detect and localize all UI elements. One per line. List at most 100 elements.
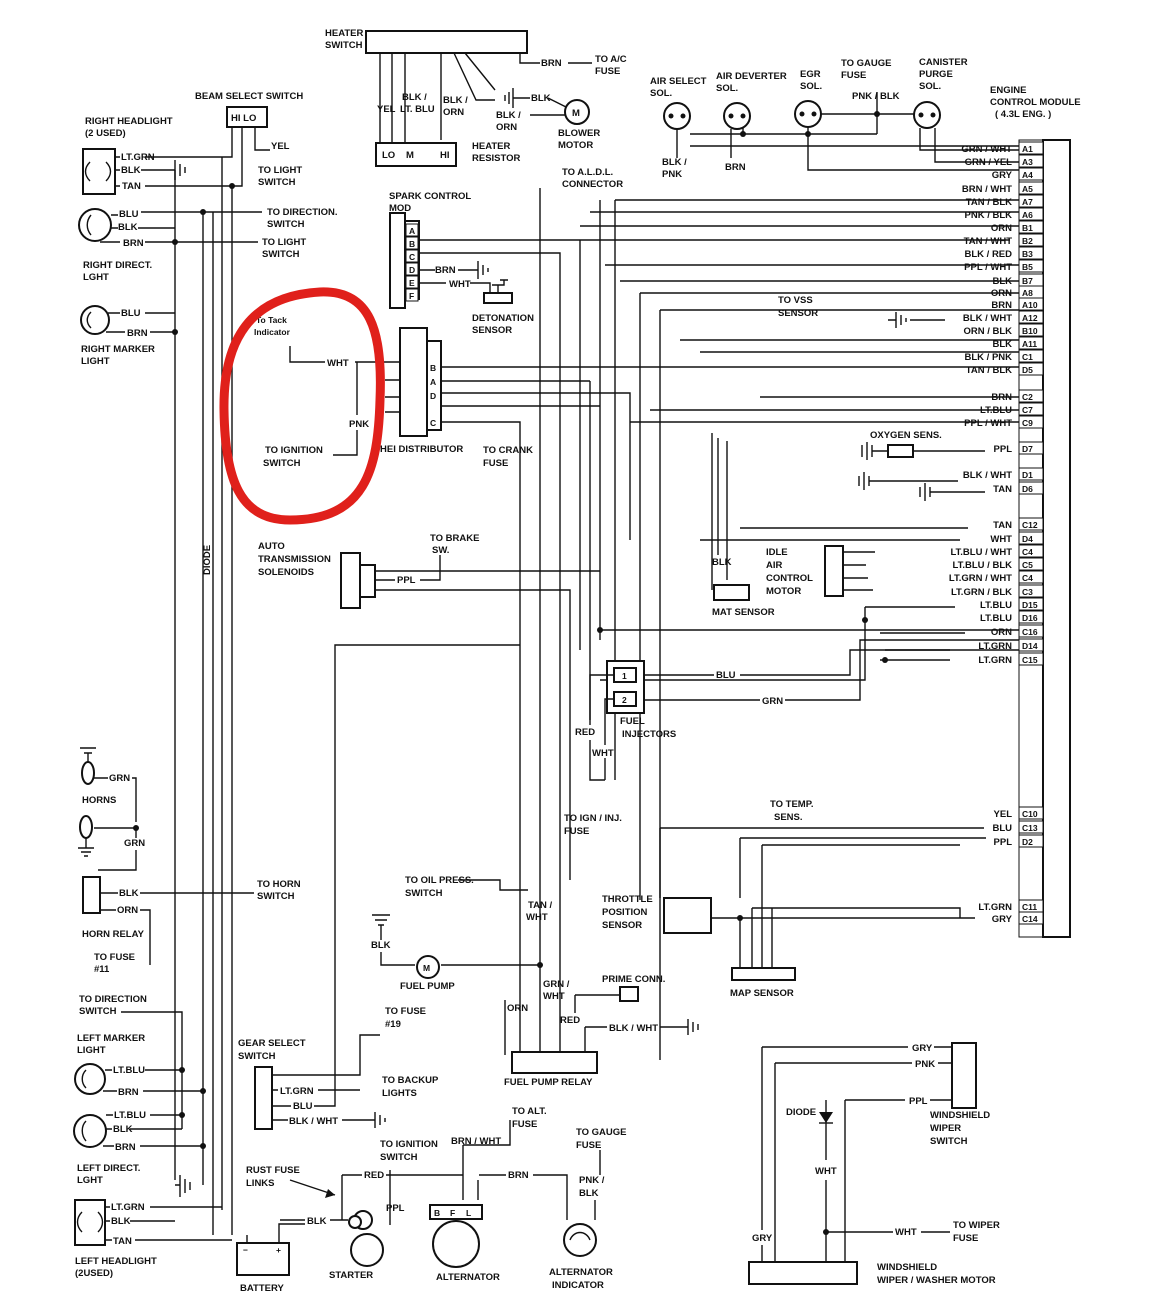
injector-pin-2: 2 — [622, 695, 627, 705]
to-crank-fuse-2: FUSE — [483, 458, 508, 469]
air-deverter-label-1: AIR DEVERTER — [716, 71, 787, 82]
rust-fuse-2: LINKS — [246, 1178, 275, 1189]
heater-switch-label-1: HEATER — [325, 28, 363, 39]
wire-yel-beam: YEL — [271, 141, 290, 152]
spark-pin-box — [405, 236, 419, 250]
ground-symbol-vss — [888, 312, 907, 328]
wire-tan-wht-2: WHT — [526, 912, 548, 923]
ecm-pin-box — [1018, 624, 1044, 638]
wire-red-inj: RED — [575, 727, 595, 738]
to-ign-switch-2b: SWITCH — [380, 1152, 418, 1163]
battery-plus-icon: + — [276, 1245, 281, 1255]
starter: STARTER — [329, 1210, 384, 1281]
to-crank-fuse-1: TO CRANK — [483, 445, 533, 456]
ecm-pin-box — [1018, 220, 1044, 234]
auto-trans-label-2: TRANSMISSION — [258, 554, 331, 565]
ecm-pin-box — [1018, 167, 1044, 181]
ecm-pin-box — [1018, 557, 1044, 571]
wire-brn-ac: BRN — [541, 58, 562, 69]
canister-label-2: PURGE — [919, 69, 953, 80]
auto-trans-label-3: SOLENOIDS — [258, 567, 314, 578]
to-temp-2: SENS. — [774, 812, 803, 823]
wiper-switch-label-3: SWITCH — [930, 1136, 968, 1147]
ecm-pin-id: C11 — [1022, 902, 1037, 912]
to-horn-switch-1: TO HORN — [257, 879, 301, 890]
to-ac-fuse-label-1: TO A/C — [595, 54, 627, 65]
to-light-switch-2a: TO LIGHT — [262, 237, 306, 248]
ground-symbol-rh — [174, 160, 186, 180]
oxygen-label: OXYGEN SENS. — [870, 430, 942, 441]
map-sensor-label: MAP SENSOR — [730, 988, 794, 999]
wire-blkwht-gear: BLK / WHT — [289, 1116, 338, 1127]
ecm-pin-id: B7 — [1022, 276, 1033, 286]
to-fuse-11-b: #11 — [94, 964, 110, 975]
throttle-label-2: POSITION — [602, 907, 648, 918]
wire-ltblu-lm: LT.BLU — [113, 1065, 145, 1076]
to-oil-press-2: SWITCH — [405, 888, 443, 899]
ecm-label-2: CONTROL MODULE — [990, 97, 1081, 108]
air-deverter-label-2: SOL. — [716, 83, 738, 94]
to-light-switch-2b: SWITCH — [262, 249, 300, 260]
wire-brn-lm: BRN — [118, 1087, 139, 1098]
alt-indicator-label-1: ALTERNATOR — [549, 1267, 613, 1278]
wire-gry-wiper-2: GRY — [752, 1233, 773, 1244]
ecm-wire-label: TAN — [993, 484, 1012, 495]
ecm-pin-box — [1018, 141, 1044, 155]
ecm-pin-box — [1018, 402, 1044, 416]
ecm-pin-box — [1018, 652, 1044, 666]
right-headlight-label-1: RIGHT HEADLIGHT — [85, 116, 173, 127]
to-light-switch-1a: TO LIGHT — [258, 165, 302, 176]
gear-select-2: SWITCH — [238, 1051, 276, 1062]
wire-blu-rm: BLU — [121, 308, 141, 319]
right-headlight-label-2: (2 USED) — [85, 128, 126, 139]
to-aldl-label-1: TO A.L.D.L. — [562, 167, 613, 178]
spark-pin-label: B — [409, 239, 415, 249]
ecm-wire-label: BLK / WHT — [963, 313, 1012, 324]
wire-pnk-blk-top: PNK / BLK — [852, 91, 900, 102]
ecm-pin-box — [1018, 638, 1044, 652]
to-backup-2: LIGHTS — [382, 1088, 417, 1099]
ecm-pin-box — [1018, 441, 1044, 455]
ecm-pin-id: C16 — [1022, 627, 1038, 637]
ecm-pin-id: A11 — [1022, 339, 1037, 349]
to-vss-2: SENSOR — [778, 308, 818, 319]
ecm-pin-id: D7 — [1022, 444, 1033, 454]
right-direct-label-1: RIGHT DIRECT. — [83, 260, 152, 271]
to-brake-sw-1: TO BRAKE — [430, 533, 479, 544]
wire-brn-spark: BRN — [435, 265, 456, 276]
ecm-wire-label: BRN — [991, 300, 1012, 311]
detonation-sensor: DETONATION SENSOR — [472, 279, 534, 336]
left-direct-label-2: LGHT — [77, 1175, 103, 1186]
resistor-hi: HI — [440, 150, 450, 161]
wire-wht-spark: WHT — [449, 279, 471, 290]
ecm-pin-id: D14 — [1022, 641, 1038, 651]
wire-ltblu-ld: LT.BLU — [114, 1110, 146, 1121]
wire-tan-wht-1: TAN / — [528, 900, 552, 911]
horn-lower — [78, 815, 94, 857]
detonation-label-2: SENSOR — [472, 325, 512, 336]
auto-trans-label-1: AUTO — [258, 541, 285, 552]
ecm-wire-label: LT.GRN / WHT — [949, 573, 1012, 584]
ecm-pin-id: A3 — [1022, 157, 1033, 167]
ecm-wire-label: LT.GRN — [978, 641, 1012, 652]
egr-label-1: EGR — [800, 69, 821, 80]
ecm-pin-id: D2 — [1022, 837, 1033, 847]
ecm-pin-box — [1018, 467, 1044, 481]
starter-label: STARTER — [329, 1270, 373, 1281]
wire-ppl-starter: PPL — [386, 1203, 405, 1214]
egr-label-2: SOL. — [800, 81, 822, 92]
wire-grn-wht-1: GRN / — [543, 979, 570, 990]
fuel-pump-relay-label: FUEL PUMP RELAY — [504, 1077, 593, 1088]
idle-air-control-motor: IDLE AIR CONTROL MOTOR — [766, 545, 844, 597]
wire-blk-rh: BLK — [121, 165, 141, 176]
battery-minus-icon: − — [243, 1245, 248, 1255]
wire-gry-wiper: GRY — [912, 1043, 933, 1054]
ecm-wire-label: BLK / RED — [965, 249, 1013, 260]
ecm-pin-box — [1018, 597, 1044, 611]
ecm-pin-box — [1018, 531, 1044, 545]
spark-control-label-2: MOD — [389, 203, 411, 214]
right-marker-label-1: RIGHT MARKER — [81, 344, 155, 355]
wire-blk-pnk-2: PNK — [662, 169, 682, 180]
ecm-wire-label: BLK — [992, 339, 1012, 350]
